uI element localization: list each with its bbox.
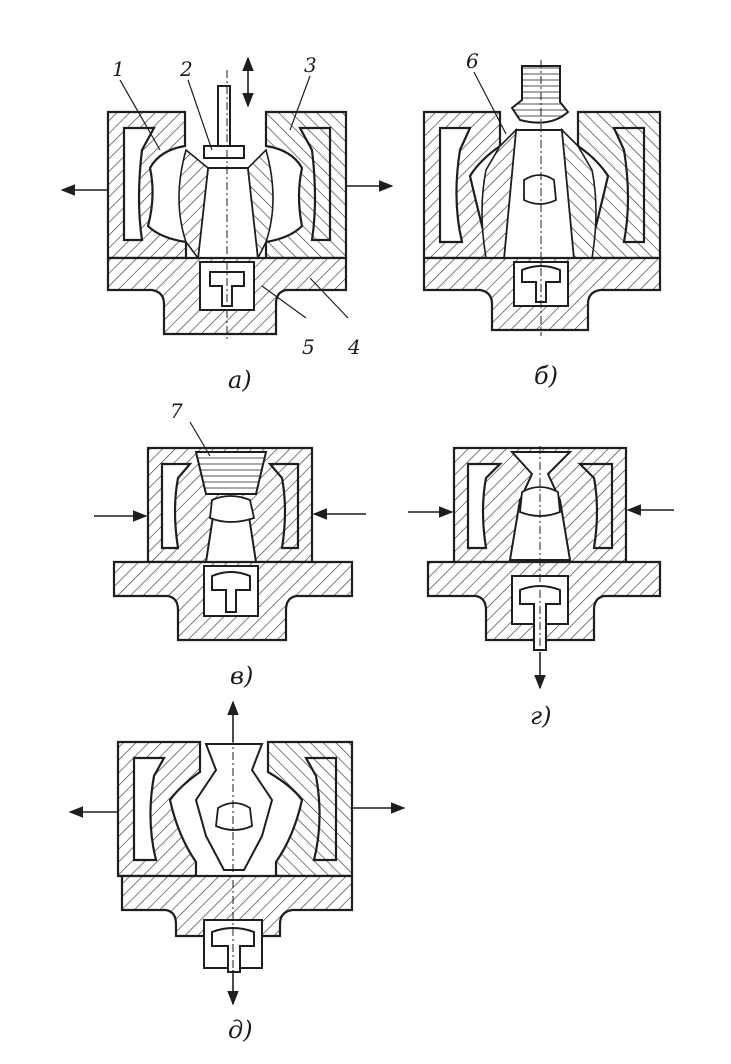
mold-left-half: [116, 740, 202, 878]
leader-4: [309, 277, 349, 319]
leader-3: [289, 75, 311, 131]
rod-collar: [203, 145, 245, 159]
panel-d: д): [68, 700, 406, 1044]
caption-v: в): [230, 662, 253, 690]
panel-g: г): [408, 446, 674, 730]
callout-2: 2: [179, 57, 193, 81]
panel-b: 6 б): [422, 49, 662, 390]
ejector-head: [211, 571, 251, 613]
base-plate: [120, 874, 354, 938]
mold-right-half: [266, 740, 354, 878]
callout-3: 3: [304, 53, 317, 77]
leader-2: [187, 79, 213, 151]
mold-right-half: [264, 110, 348, 260]
cavity-wall-right: [247, 148, 274, 261]
panel-a: 1 2 3 4 5 а): [60, 53, 394, 394]
callout-7: 7: [170, 399, 183, 423]
panel-v: 7 в): [94, 399, 366, 690]
leader-7: [189, 421, 211, 457]
casting-knob: [523, 174, 557, 205]
callout-1: 1: [112, 57, 125, 81]
caption-b: б): [534, 362, 558, 390]
casting-knob: [215, 802, 253, 831]
rod: [217, 85, 231, 149]
leader-1: [119, 79, 161, 151]
callout-4: 4: [347, 335, 361, 359]
caption-d: д): [228, 1016, 253, 1044]
pour-cup: [194, 451, 268, 495]
caption-a: а): [228, 366, 252, 394]
plunger: [510, 65, 570, 124]
caption-g: г): [530, 702, 552, 730]
mold-left-half: [106, 110, 188, 260]
cavity-wall-left: [178, 148, 209, 261]
callout-6: 6: [466, 49, 479, 73]
casting-knob: [209, 495, 256, 523]
leader-6: [473, 71, 507, 135]
leader-5: [261, 285, 307, 319]
callout-5: 5: [302, 335, 315, 359]
